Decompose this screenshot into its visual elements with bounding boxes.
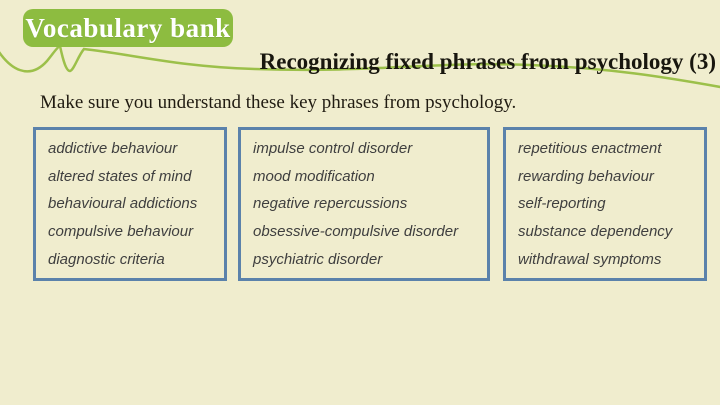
- phrase-item: rewarding behaviour: [518, 167, 654, 185]
- phrase-item: impulse control disorder: [253, 140, 413, 158]
- vocabulary-bank-label: Vocabulary bank: [25, 12, 231, 43]
- phrase-item: negative repercussions: [253, 195, 408, 213]
- phrase-item: repetitious enactment: [518, 140, 662, 158]
- phrase-item: psychiatric disorder: [253, 250, 383, 268]
- phrase-box-2: impulse control disorder mood modificati…: [238, 127, 490, 281]
- slide-title: Recognizing fixed phrases from psycholog…: [259, 49, 716, 74]
- phrase-item: withdrawal symptoms: [518, 250, 662, 268]
- phrase-item: diagnostic criteria: [48, 250, 165, 268]
- instruction-text: Make sure you understand these key phras…: [40, 92, 517, 113]
- phrase-box-1: addictive behaviour altered states of mi…: [33, 127, 227, 281]
- phrase-item: self-reporting: [518, 195, 606, 213]
- phrase-item: altered states of mind: [48, 167, 192, 185]
- phrase-item: obsessive-compulsive disorder: [253, 223, 459, 241]
- phrase-item: behavioural addictions: [48, 195, 198, 213]
- phrase-item: mood modification: [253, 167, 375, 185]
- phrase-item: addictive behaviour: [48, 140, 178, 158]
- phrase-item: compulsive behaviour: [48, 223, 194, 241]
- vocabulary-bank-badge: Vocabulary bank: [23, 9, 233, 47]
- phrase-item: substance dependency: [518, 223, 673, 241]
- phrase-box-3: repetitious enactment rewarding behaviou…: [503, 127, 707, 281]
